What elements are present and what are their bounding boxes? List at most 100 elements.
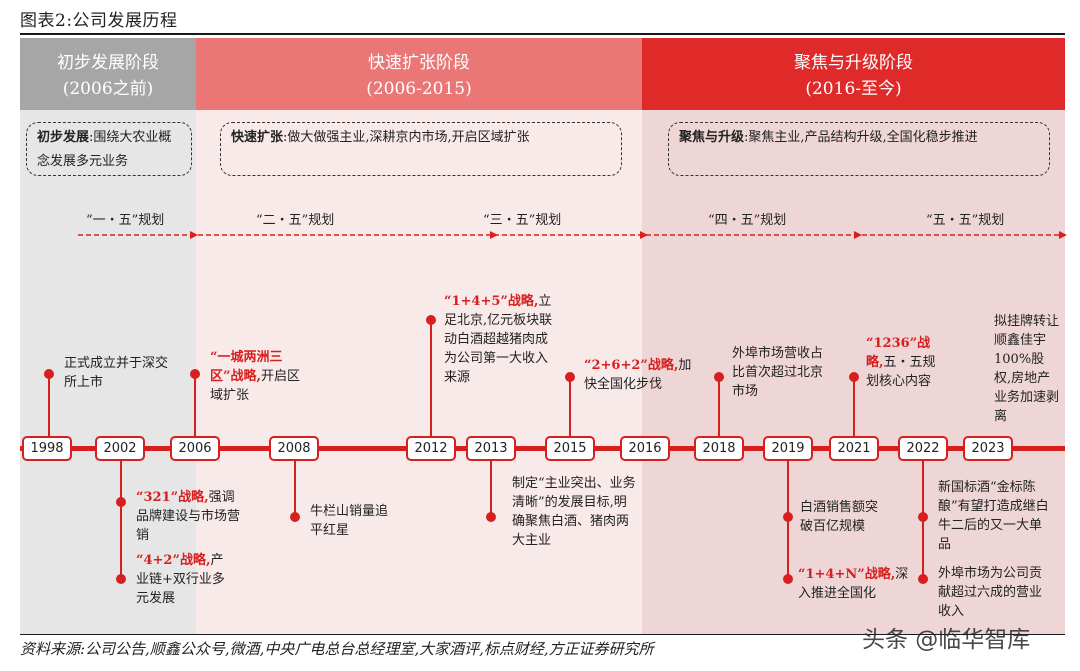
phase-3-header: 聚焦与升级阶段 (2016-至今) [642, 38, 1065, 110]
plan-arrow-head-2 [490, 231, 498, 239]
event-2015-text: 加快全国化步伐 [584, 358, 692, 392]
phase-2-name: 快速扩张阶段 [368, 53, 470, 73]
year-2021: 2021 [829, 436, 879, 461]
dot-2002a [116, 497, 126, 507]
dot-2008 [290, 512, 300, 522]
event-2012-text: 立足北京,亿元板块联动白酒超越猪肉成为公司第一大收入来源 [444, 294, 553, 385]
plan-label-1: “一・五”规划 [86, 213, 165, 228]
event-2006-text: 开启区域扩张 [210, 369, 301, 403]
year-2002: 2002 [95, 436, 145, 461]
event-2018: 外埠市场营收占比首次超过北京市场 [732, 346, 824, 399]
phase-2-summary-bold: 快速扩张 [231, 130, 284, 145]
event-2002b-text: 产业链+双行业多元发展 [136, 553, 225, 606]
timeline-axis [20, 446, 1065, 451]
event-2021: “1236”战略,五・五规划核心内容 [866, 334, 946, 391]
dot-1998 [44, 369, 54, 379]
plan-arrow-head-3 [640, 231, 648, 239]
year-2006: 2006 [170, 436, 220, 461]
event-2008: 牛栏山销量追平红星 [310, 504, 389, 538]
year-2019: 2019 [763, 436, 813, 461]
event-2022a: 新国标酒“金标陈酿”有望打造成继白牛二后的又一大单品 [938, 480, 1049, 552]
event-2002a-strategy: “321”战略, [136, 490, 209, 505]
stem-2021 [853, 377, 855, 446]
event-1998: 正式成立并于深交所上市 [64, 356, 169, 390]
stem-2015 [569, 377, 571, 446]
plan-label-3: “三・五”规划 [483, 213, 562, 228]
event-2021-strategy: “1236”战略, [866, 336, 931, 370]
phase-1-summary-bold: 初步发展 [37, 130, 90, 145]
year-2012: 2012 [406, 436, 456, 461]
event-2023: 拟挂牌转让顺鑫佳宇100%股权,房地产业务加速剥离 [994, 314, 1060, 424]
phase-3-summary-text: :聚焦主业,产品结构升级,全国化稳步推进 [744, 130, 978, 145]
stem-2002 [120, 451, 122, 579]
event-2013: 制定“主业突出、业务清晰”的发展目标,明确聚焦白酒、猪肉两大主业 [512, 476, 636, 548]
event-2019a: 白酒销售额突破百亿规模 [800, 500, 879, 534]
dot-2006 [190, 369, 200, 379]
watermark: 头条 @临华智库 [862, 627, 1031, 653]
event-2015: “2+6+2”战略,加快全国化步伐 [584, 356, 704, 394]
phase-3-period: (2016-至今) [805, 79, 902, 99]
phase-1-header: 初步发展阶段 (2006之前) [20, 38, 196, 110]
phase-2-summary-text: :做大做强主业,深耕京内市场,开启区域扩张 [283, 130, 530, 145]
stem-2018 [718, 377, 720, 446]
event-2021-text: 五・五规划核心内容 [866, 355, 936, 389]
source-note: 资料来源:公司公告,顺鑫公众号,微酒,中央广电总台总经理室,大家酒评,标点财经,… [20, 640, 654, 658]
dot-2002b [116, 574, 126, 584]
dot-2013 [486, 512, 496, 522]
figure-title: 图表2:公司发展历程 [20, 11, 178, 31]
plan-arrow-head-5 [1059, 231, 1067, 239]
event-2019b-text: 深入推进全国化 [798, 567, 909, 601]
phase-2-background [196, 38, 642, 634]
event-2022b: 外埠市场为公司贡献超过六成的营业收入 [938, 566, 1043, 619]
phase-1-summary-text: :围绕大农业概念发展多元业务 [37, 130, 172, 169]
phase-2-period: (2006-2015) [366, 79, 472, 99]
dot-2018 [714, 372, 724, 382]
title-rule [20, 33, 1065, 35]
event-2002b: “4+2”战略,产业链+双行业多元发展 [136, 551, 236, 608]
event-2002a-text: 强调品牌建设与市场营销 [136, 490, 241, 543]
plan-label-5: “五・五”规划 [926, 213, 1005, 228]
event-2019b-strategy: “1+4+N”战略, [798, 567, 896, 582]
year-2015: 2015 [545, 436, 595, 461]
plan-arrow-line [78, 231, 1067, 239]
event-2006: “一城两洲三区”战略,开启区域扩张 [210, 348, 310, 405]
phase-3-name: 聚焦与升级阶段 [794, 53, 913, 73]
plan-label-2: “二・五”规划 [256, 213, 335, 228]
phase-3-summary: 聚焦与升级:聚焦主业,产品结构升级,全国化稳步推进 [668, 122, 1050, 176]
plan-arrow-head-1 [190, 231, 198, 239]
plan-arrow-head-4 [854, 231, 862, 239]
phase-1-period: (2006之前) [62, 79, 154, 99]
year-2016: 2016 [620, 436, 670, 461]
event-2002b-strategy: “4+2”战略, [136, 553, 211, 568]
phase-3-background [642, 38, 1065, 634]
event-2006-strategy: “一城两洲三区”战略, [210, 350, 283, 384]
event-2019b: “1+4+N”战略,深入推进全国化 [798, 565, 918, 603]
year-2013: 2013 [466, 436, 516, 461]
year-2023: 2023 [963, 436, 1013, 461]
dot-2019a [783, 512, 793, 522]
dot-2021 [849, 372, 859, 382]
stem-2006 [194, 374, 196, 446]
dot-2019b [783, 574, 793, 584]
phase-1-background [20, 38, 196, 634]
dot-2012 [426, 315, 436, 325]
source-rule [20, 634, 1065, 635]
dot-2022a [918, 512, 928, 522]
event-2012-strategy: “1+4+5”战略, [444, 294, 539, 309]
year-2018: 2018 [694, 436, 744, 461]
year-2008: 2008 [269, 436, 319, 461]
event-2002a: “321”战略,强调品牌建设与市场营销 [136, 488, 246, 545]
dot-2015 [565, 372, 575, 382]
phase-2-header: 快速扩张阶段 (2006-2015) [196, 38, 642, 110]
phase-2-summary: 快速扩张:做大做强主业,深耕京内市场,开启区域扩张 [220, 122, 622, 176]
plan-label-4: “四・五”规划 [708, 213, 787, 228]
event-2015-strategy: “2+6+2”战略, [584, 358, 679, 373]
stem-2013 [490, 451, 492, 517]
stem-2012 [430, 320, 432, 446]
phase-3-summary-bold: 聚焦与升级 [679, 130, 745, 145]
phase-1-summary: 初步发展:围绕大农业概念发展多元业务 [26, 122, 192, 176]
stem-1998 [48, 374, 50, 446]
year-1998: 1998 [22, 436, 72, 461]
dot-2022b [918, 574, 928, 584]
stem-2008 [294, 451, 296, 517]
